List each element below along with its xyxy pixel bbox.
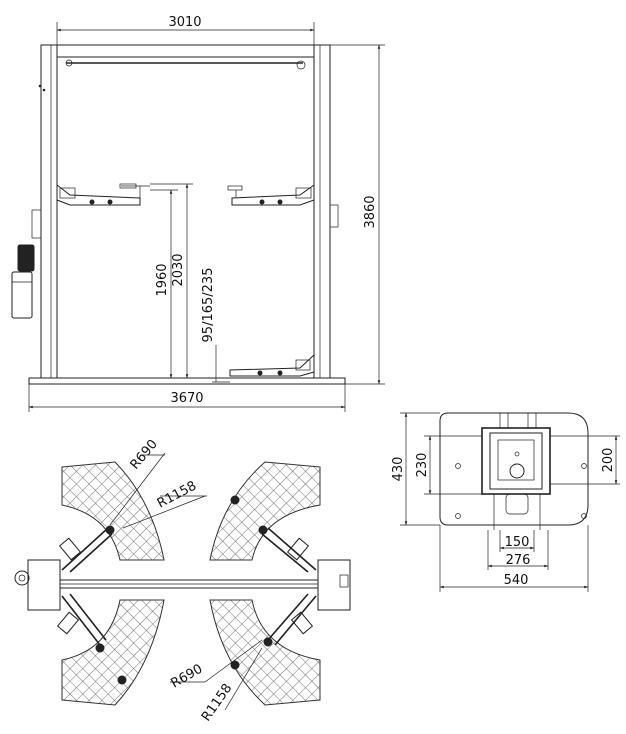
dim-540: 540 — [504, 573, 529, 588]
power-unit — [11, 244, 35, 319]
dim-3010: 3010 — [168, 15, 201, 30]
radius-r690-lower: R690 — [169, 662, 206, 692]
plate-outline — [439, 412, 589, 526]
dim-2030: 2030 — [171, 253, 186, 286]
dim-430: 430 — [391, 457, 406, 482]
arm-swing-view: R690 R1158 R690 R1158 — [14, 437, 351, 724]
dim-200: 200 — [601, 448, 616, 473]
swing-area-lower-right — [209, 599, 321, 706]
dim-150: 150 — [505, 535, 530, 550]
radius-r1158-lower: R1158 — [199, 681, 235, 724]
swing-area-lower-left — [61, 599, 165, 706]
front-view: 3010 3860 3670 1960 2030 95/165/235 — [11, 15, 385, 412]
right-lift-arm — [227, 184, 315, 206]
dim-3860: 3860 — [363, 195, 378, 228]
base-plate — [28, 377, 346, 385]
left-column — [40, 44, 58, 379]
dim-1960: 1960 — [155, 263, 170, 296]
dim-3670: 3670 — [170, 391, 203, 406]
top-beam — [56, 44, 315, 58]
dim-230: 230 — [415, 453, 430, 478]
dim-276: 276 — [506, 553, 531, 568]
swing-area-upper-right — [209, 461, 321, 561]
lower-lift-arm — [229, 353, 315, 377]
swing-area-upper-left — [61, 461, 165, 561]
right-column — [313, 44, 331, 379]
base-plate-view: 430 230 200 150 276 540 — [391, 412, 620, 592]
dim-pad-heights: 95/165/235 — [201, 268, 216, 343]
left-lift-arm — [56, 183, 150, 206]
swing-arms — [56, 495, 317, 685]
